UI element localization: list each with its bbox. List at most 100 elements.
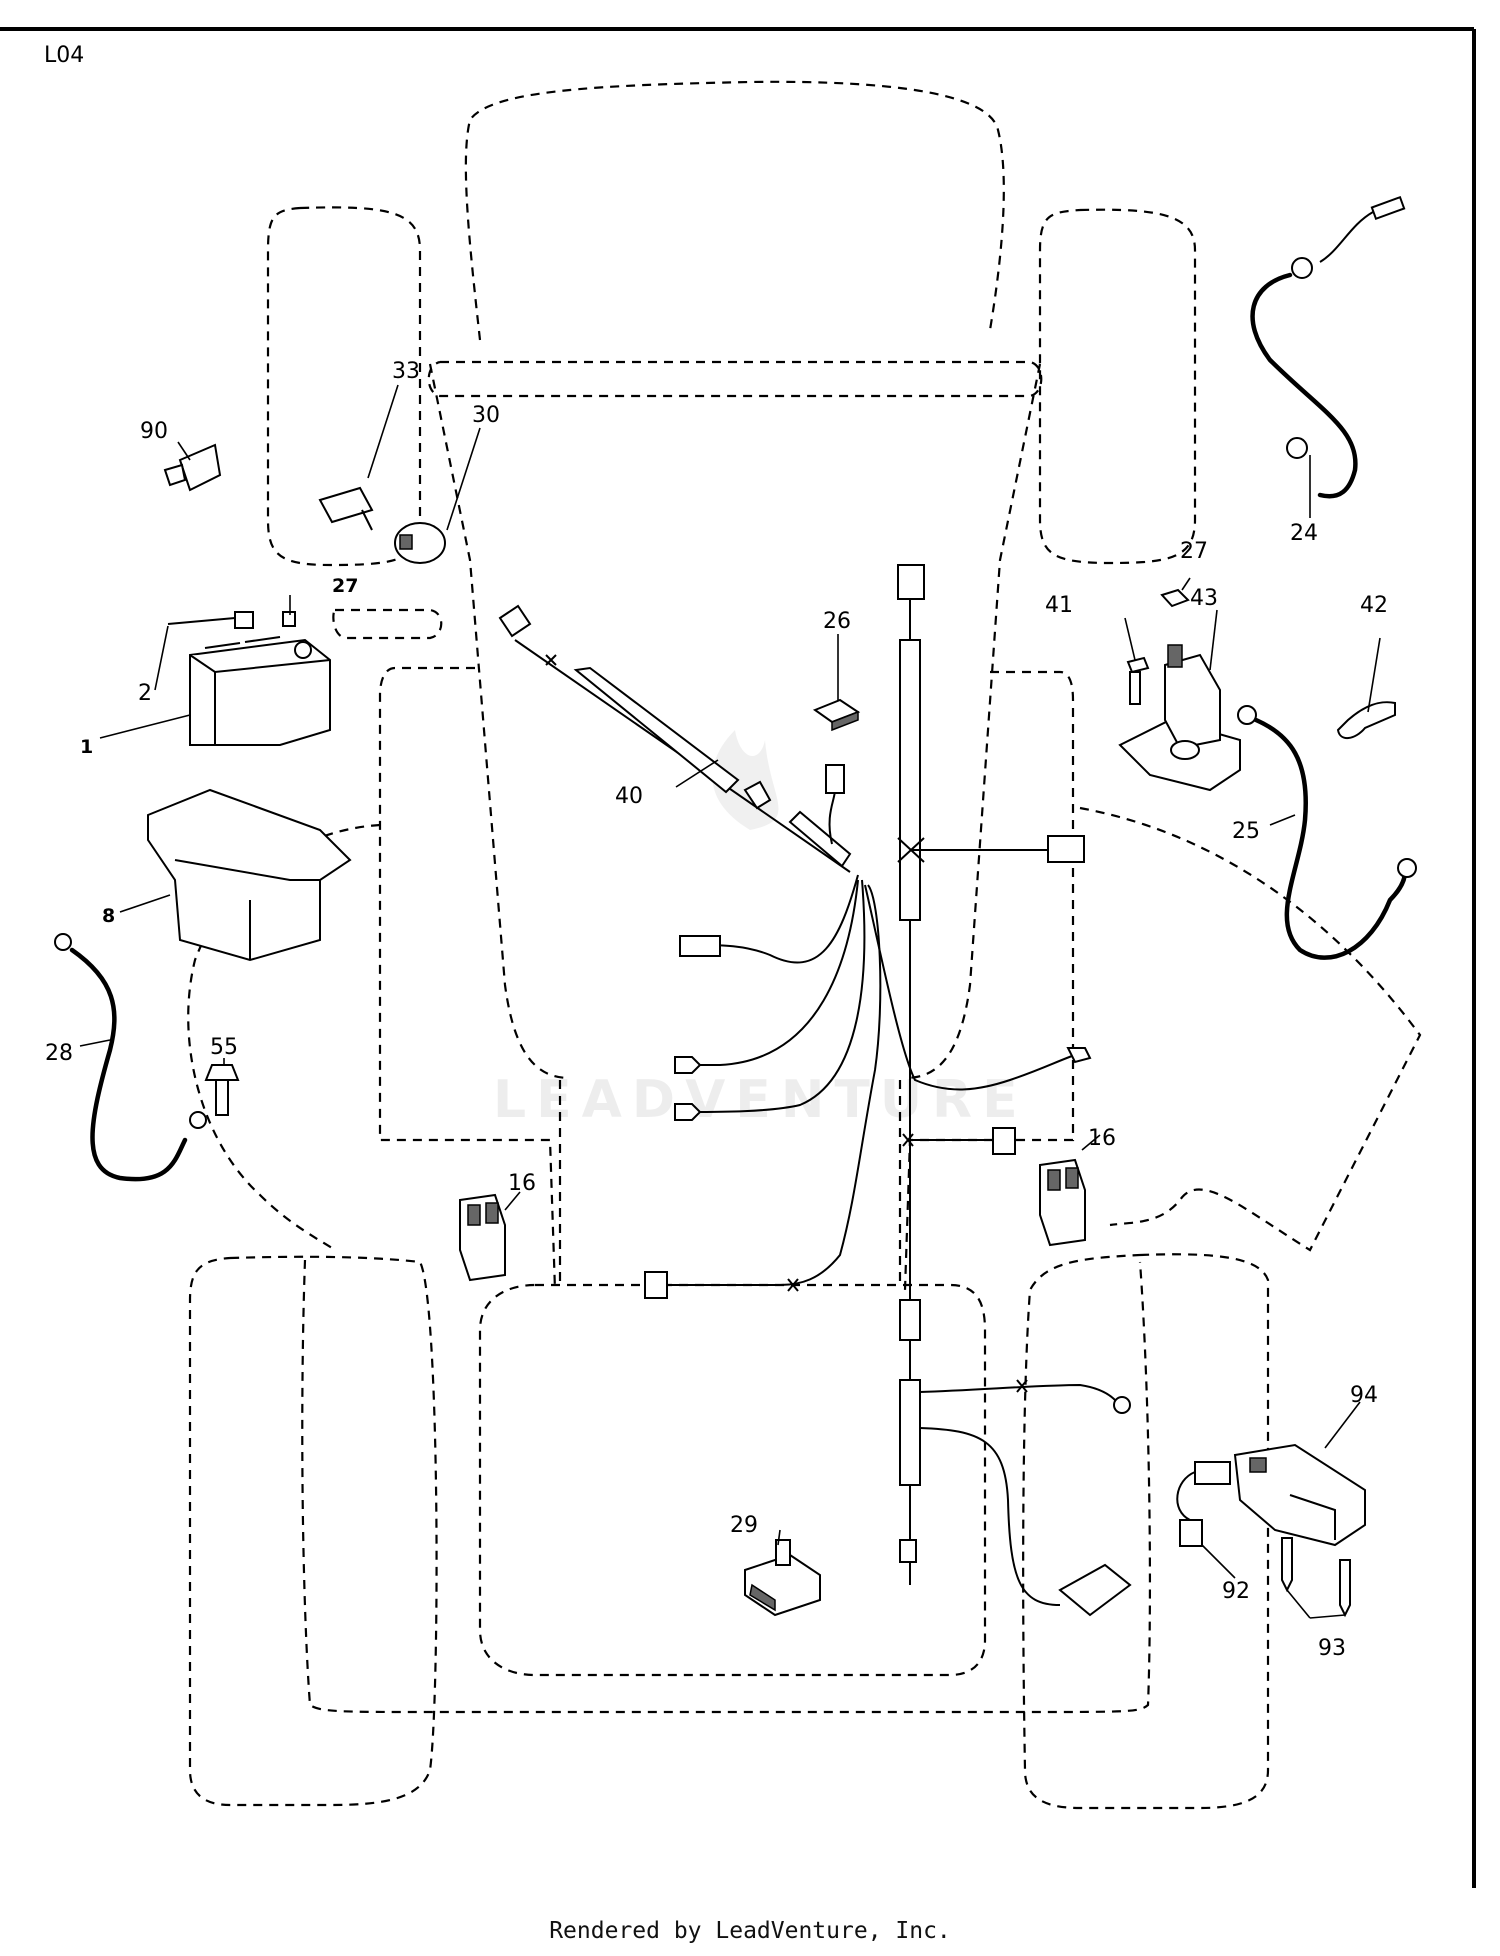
part-94-module: [1233, 1443, 1366, 1547]
callout-55: 55: [210, 1035, 238, 1060]
part-41-bolt: [1126, 656, 1150, 705]
part-55-bolt: [204, 1064, 240, 1116]
callout-41: 41: [1045, 593, 1073, 618]
harness-sleeve-1: [573, 666, 740, 794]
callout-90: 90: [140, 419, 168, 444]
page-frame: [0, 27, 1476, 1888]
harness-top-connector: [897, 564, 925, 600]
callout-24: 24: [1290, 521, 1318, 546]
footer-credit: Rendered by LeadVenture, Inc.: [549, 1918, 951, 1944]
leader-lines: [79, 384, 1381, 1619]
harness-branch-b: [680, 879, 859, 1066]
seat-deck-outline: [478, 1283, 987, 1677]
branch-connector: [825, 764, 845, 794]
callout-93: 93: [1318, 1636, 1346, 1661]
callout-30: 30: [472, 403, 500, 428]
part-92-harness: [1176, 1461, 1231, 1547]
part-8-battery-tray: [147, 788, 352, 962]
terminal-b: [674, 1056, 702, 1074]
right-fender: [1079, 806, 1422, 1252]
callout-43: 43: [1190, 586, 1218, 611]
battery-mount-outline: [332, 608, 443, 640]
part-26-fuse: [812, 698, 861, 732]
harness-branch-a: [699, 874, 859, 964]
callout-16-right: 16: [1088, 1126, 1116, 1151]
callout-27-right: 27: [1180, 539, 1208, 564]
callout-27-left: 27: [332, 575, 358, 597]
part-90-plug: [163, 443, 222, 492]
terminal-e: [644, 1271, 668, 1299]
watermark-text: LEADVENTURE: [493, 1070, 1028, 1130]
harness-branch-d: [864, 884, 1076, 1091]
part-25-cable: [1237, 705, 1417, 960]
harness-lower-xmark: [1016, 1379, 1028, 1393]
part-2-bolt: [167, 611, 296, 629]
part-29-pto-switch: [744, 1539, 821, 1617]
callout-29: 29: [730, 1513, 758, 1538]
page-code: L04: [44, 43, 84, 68]
harness-branch-c: [689, 879, 866, 1113]
hood-taper-left: [428, 363, 571, 1080]
front-axle-outline: [427, 360, 1043, 398]
callout-8: 8: [102, 905, 115, 927]
tractor-outline: [187, 80, 1422, 1810]
callout-94: 94: [1350, 1383, 1378, 1408]
part-27-nut: [1160, 588, 1190, 608]
hood-taper-right: [904, 363, 1042, 1080]
right-branch-connector: [1047, 835, 1085, 863]
callout-28: 28: [45, 1041, 73, 1066]
right-body-panel: [903, 670, 1075, 1291]
rear-left-tire: [188, 1255, 438, 1807]
part-42-terminal-boot: [1336, 701, 1396, 739]
ring-terminal: [1113, 1396, 1131, 1414]
front-right-tire: [1038, 208, 1197, 565]
part-33-ignition-key: [318, 486, 374, 531]
rear-axle-outline: [301, 1259, 1152, 1714]
callout-labels: 90 33 30 27 2 1 8 28 55 16 16 40 26 24 2…: [45, 359, 1388, 1661]
left-body-panel: [378, 666, 557, 1291]
callout-16-left: 16: [508, 1171, 536, 1196]
part-30-ignition-switch: [394, 522, 446, 564]
harness-branch-e: [665, 884, 882, 1286]
harness-f-xmark: [902, 1133, 914, 1147]
harness-e-xmark: [787, 1278, 799, 1292]
part-24-battery-cable: [1250, 195, 1406, 499]
callout-92: 92: [1222, 1579, 1250, 1604]
harness-lower-branch-2: [919, 1427, 1061, 1606]
part-seat-switch-connector: [1058, 1563, 1132, 1617]
front-left-tire: [266, 206, 422, 567]
part-1-battery: [189, 636, 331, 746]
harness-sleeve-3: [788, 810, 852, 868]
harness-end-connector: [498, 604, 532, 638]
callout-26: 26: [823, 609, 851, 634]
terminal-c: [674, 1103, 702, 1121]
left-fender: [187, 823, 381, 1251]
part-43-solenoid: [1118, 644, 1241, 792]
callout-1: 1: [80, 736, 93, 758]
steering-mount-outline: [558, 1080, 902, 1285]
part-93-screws: [1281, 1537, 1351, 1618]
harness-sleeve-2: [743, 780, 772, 810]
rear-right-tire: [1022, 1253, 1270, 1810]
harness-sleeve-lower-1: [899, 1299, 921, 1341]
callout-25: 25: [1232, 819, 1260, 844]
part-16-switch-left: [459, 1193, 506, 1282]
callout-33: 33: [392, 359, 420, 384]
terminal-a: [679, 935, 721, 957]
wiring-harness: [498, 564, 1131, 1606]
terminal-d: [1066, 1047, 1092, 1064]
harness-branch-upper: [828, 789, 836, 845]
harness-x-mark: [545, 654, 557, 666]
watermark: LEADVENTURE: [493, 730, 1028, 1130]
harness-sleeve-vertical-1: [899, 639, 921, 921]
hood-outline: [464, 80, 1005, 341]
harness-sleeve-lower-2: [899, 1379, 921, 1486]
part-16-switch-right: [1039, 1158, 1086, 1247]
lower-end-connector: [899, 1539, 917, 1563]
terminal-f: [992, 1127, 1016, 1155]
callout-40: 40: [615, 784, 643, 809]
callout-42: 42: [1360, 593, 1388, 618]
callout-2: 2: [138, 681, 152, 706]
harness-lower-branch-1: [919, 1383, 1116, 1401]
